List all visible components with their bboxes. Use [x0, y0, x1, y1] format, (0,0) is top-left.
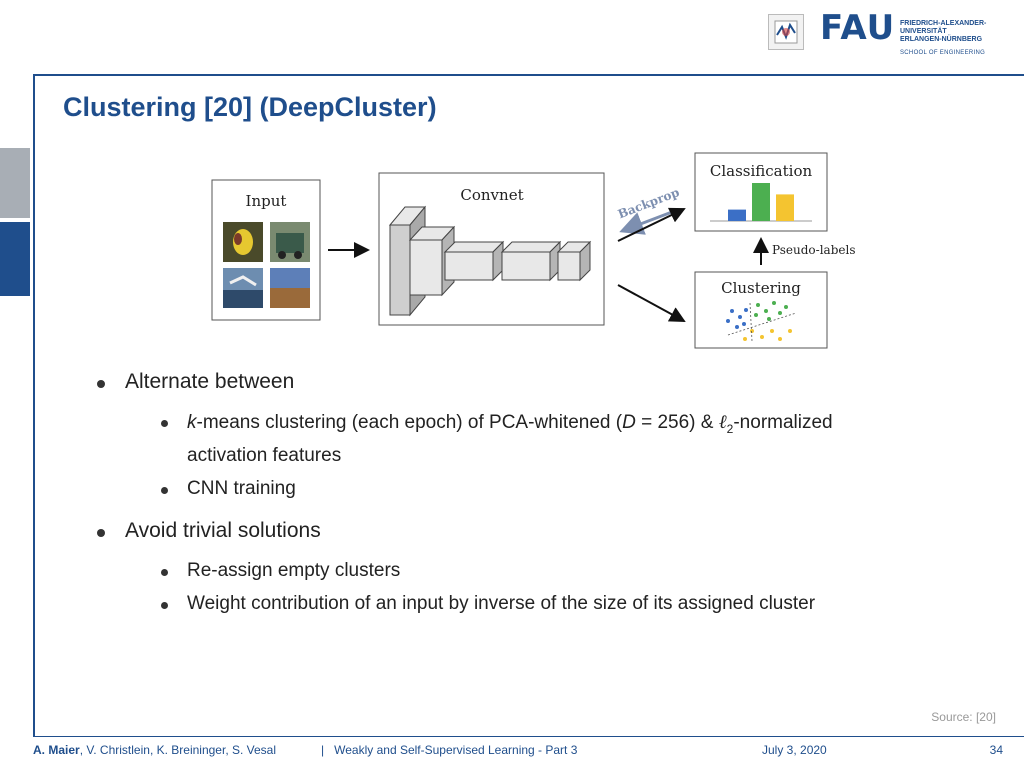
bullet-avoid-trivial: Avoid trivial solutions: [125, 519, 321, 542]
footer-date: July 3, 2020: [762, 743, 827, 757]
cluster-points: [726, 301, 792, 341]
clustering-box: Clustering: [694, 271, 828, 349]
bullet-dot: [161, 420, 168, 427]
footer-authors: , V. Christlein, K. Breininger, S. Vesal: [79, 743, 277, 757]
faculty-logo-icon: [768, 14, 804, 50]
bullet-kmeans-continuation: activation features: [187, 445, 342, 466]
classification-bar-2: [752, 183, 770, 221]
bullet-weight-contribution: Weight contribution of an input by inver…: [187, 593, 816, 614]
arrow-convnet-to-clustering: [617, 284, 686, 322]
convnet-box: Convnet: [378, 172, 605, 326]
source-note: Source: [20]: [931, 710, 996, 724]
classification-box: Classification: [694, 152, 828, 232]
clustering-label: Clustering: [721, 279, 801, 297]
backprop-arrow: [619, 210, 673, 235]
input-thumbnail-flower: [223, 222, 263, 262]
arrow-convnet-to-classification: [617, 207, 686, 242]
slide-title: Clustering [20] (DeepCluster): [63, 92, 437, 122]
bullet-cnn-training: CNN training: [187, 478, 296, 499]
classification-bar-1: [728, 209, 746, 221]
school-name: SCHOOL OF ENGINEERING: [900, 50, 986, 56]
bullet-kmeans: k-means clustering (each epoch) of PCA-w…: [187, 411, 833, 436]
input-thumbnail-landscape: [270, 268, 310, 308]
deepcluster-diagram: Input Convnet: [211, 152, 855, 349]
input-box: Input: [211, 179, 321, 321]
bullet-dot: [161, 487, 168, 494]
fau-logo: FAU: [820, 8, 896, 48]
bullet-reassign: Re-assign empty clusters: [187, 560, 401, 581]
input-label: Input: [246, 192, 287, 210]
classification-label: Classification: [710, 162, 813, 180]
side-tab-blue: [0, 222, 30, 296]
bullet-alternate: Alternate between: [125, 370, 295, 393]
university-name: FRIEDRICH-ALEXANDER- UNIVERSITÄT ERLANGE…: [900, 20, 987, 43]
bullet-dot: [97, 529, 105, 537]
footer-author-main: A. Maier: [33, 743, 80, 757]
classification-bar-3: [776, 194, 794, 221]
convnet-label: Convnet: [460, 186, 523, 204]
input-thumbnail-bird: [223, 268, 263, 308]
bullet-dot: [161, 602, 168, 609]
frame-bottom-line: [33, 736, 1024, 737]
side-tab-grey: [0, 148, 30, 218]
classification-bars: [728, 183, 794, 221]
input-thumbnail-robot: [270, 222, 310, 262]
page-number: 34: [989, 743, 1003, 757]
footer: A. Maier, V. Christlein, K. Breininger, …: [33, 743, 1003, 757]
bullet-dot: [97, 380, 105, 388]
footer-course: | Weakly and Self-Supervised Learning - …: [321, 743, 578, 757]
bullet-dot: [161, 569, 168, 576]
pseudo-labels-label: Pseudo-labels: [772, 243, 855, 257]
slide-frame: [33, 74, 1024, 737]
